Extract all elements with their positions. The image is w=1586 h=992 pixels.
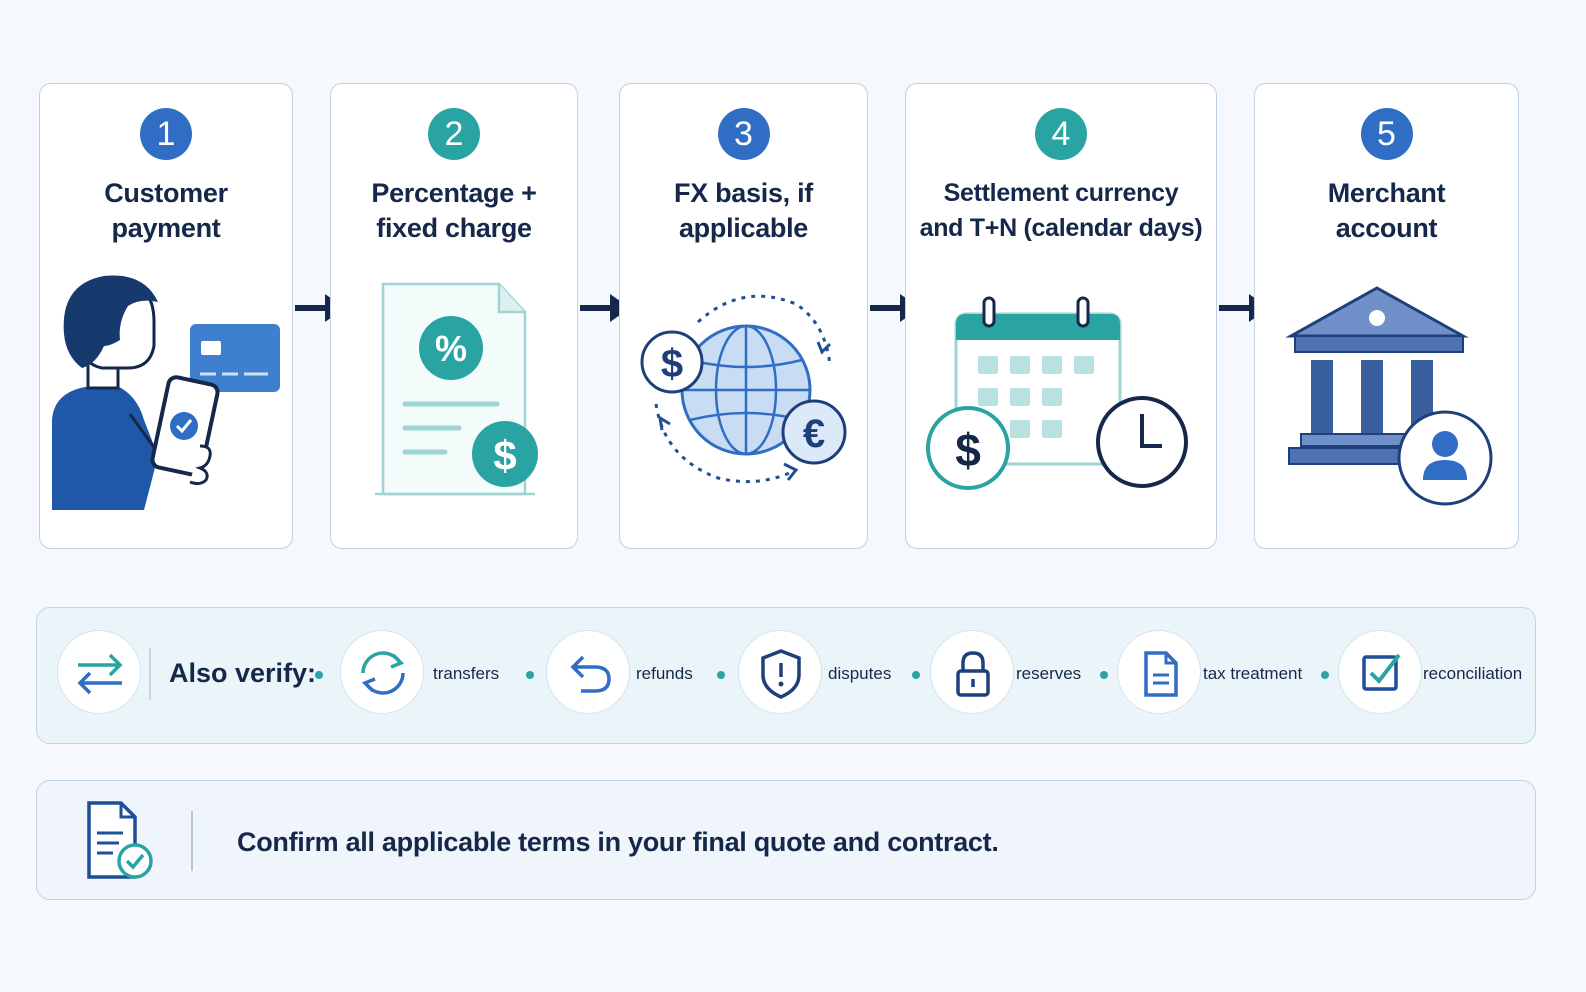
svg-text:$: $	[493, 432, 516, 479]
step-title: Settlement currency and T+N (calendar da…	[919, 179, 1203, 242]
verify-label-disputes: disputes	[828, 664, 892, 683]
step-number-badge: 4	[1035, 108, 1087, 160]
verify-label-refunds: refunds	[636, 664, 693, 683]
also-verify-label: Also verify:	[169, 658, 317, 688]
svg-text:$: $	[661, 342, 683, 386]
customer-paying-with-phone-icon	[52, 275, 280, 510]
step-title: Customer payment	[104, 178, 228, 243]
step-card-2: 2 Percentage + fixed charge % $	[330, 83, 578, 549]
step-number-badge: 5	[1360, 108, 1413, 160]
bullet-dot	[526, 671, 534, 679]
step-title: Merchant account	[1327, 178, 1446, 243]
step-card-5: 5 Merchant account	[1254, 83, 1519, 549]
lock-icon	[956, 651, 990, 697]
bullet-dot	[912, 671, 920, 679]
checkbox-icon	[1362, 653, 1401, 691]
step-card-1: 1 Customer payment	[39, 83, 293, 549]
exchange-arrows-icon	[77, 653, 123, 695]
settlement-calendar-clock-icon: $	[926, 296, 1188, 490]
verify-label-reserves: reserves	[1016, 664, 1082, 683]
verify-item-refunds	[546, 630, 630, 714]
verify-label-tax-treatment: tax treatment	[1203, 664, 1303, 683]
step-title: FX basis, if applicable	[674, 178, 813, 243]
footer-note: Confirm all applicable terms in your fin…	[36, 780, 1536, 900]
step-number-badge: 1	[140, 108, 192, 160]
tax-document-icon	[1144, 651, 1178, 697]
bullet-dot	[315, 671, 323, 679]
verify-item-disputes	[738, 630, 822, 714]
verify-exchange-circle	[57, 630, 141, 714]
step-title: Percentage + fixed charge	[371, 178, 537, 243]
verify-label-reconciliation: reconciliation	[1423, 664, 1523, 683]
svg-text:$: $	[955, 424, 981, 476]
verify-label-transfers: transfers	[433, 664, 500, 683]
also-verify-bar: Also verify: transfers refunds disputes	[36, 607, 1536, 744]
fee-document-icon: % $	[375, 282, 538, 496]
transfers-sync-icon	[361, 651, 405, 695]
bullet-dot	[1321, 671, 1329, 679]
verify-item-transfers	[340, 630, 424, 714]
footer-divider	[191, 811, 193, 871]
step-card-4: 4 Settlement currency and T+N (calendar …	[905, 83, 1217, 549]
svg-text:€: €	[803, 412, 825, 456]
footer-text: Confirm all applicable terms in your fin…	[237, 827, 999, 857]
step-number-badge: 2	[428, 108, 480, 160]
bank-merchant-icon	[1285, 286, 1493, 506]
bullet-dot	[717, 671, 725, 679]
refund-arrow-icon	[570, 655, 611, 693]
currency-exchange-globe-icon: $ €	[640, 294, 847, 484]
contract-check-icon	[87, 801, 153, 879]
verify-item-reconciliation	[1338, 630, 1422, 714]
step-card-3: 3 FX basis, if applicable $ €	[619, 83, 868, 549]
svg-text:%: %	[435, 328, 467, 369]
verify-item-reserves	[930, 630, 1014, 714]
bullet-dot	[1100, 671, 1108, 679]
verify-divider	[149, 648, 151, 700]
dispute-shield-icon	[761, 649, 801, 699]
verify-item-tax-treatment	[1117, 630, 1201, 714]
step-number-badge: 3	[717, 108, 770, 160]
